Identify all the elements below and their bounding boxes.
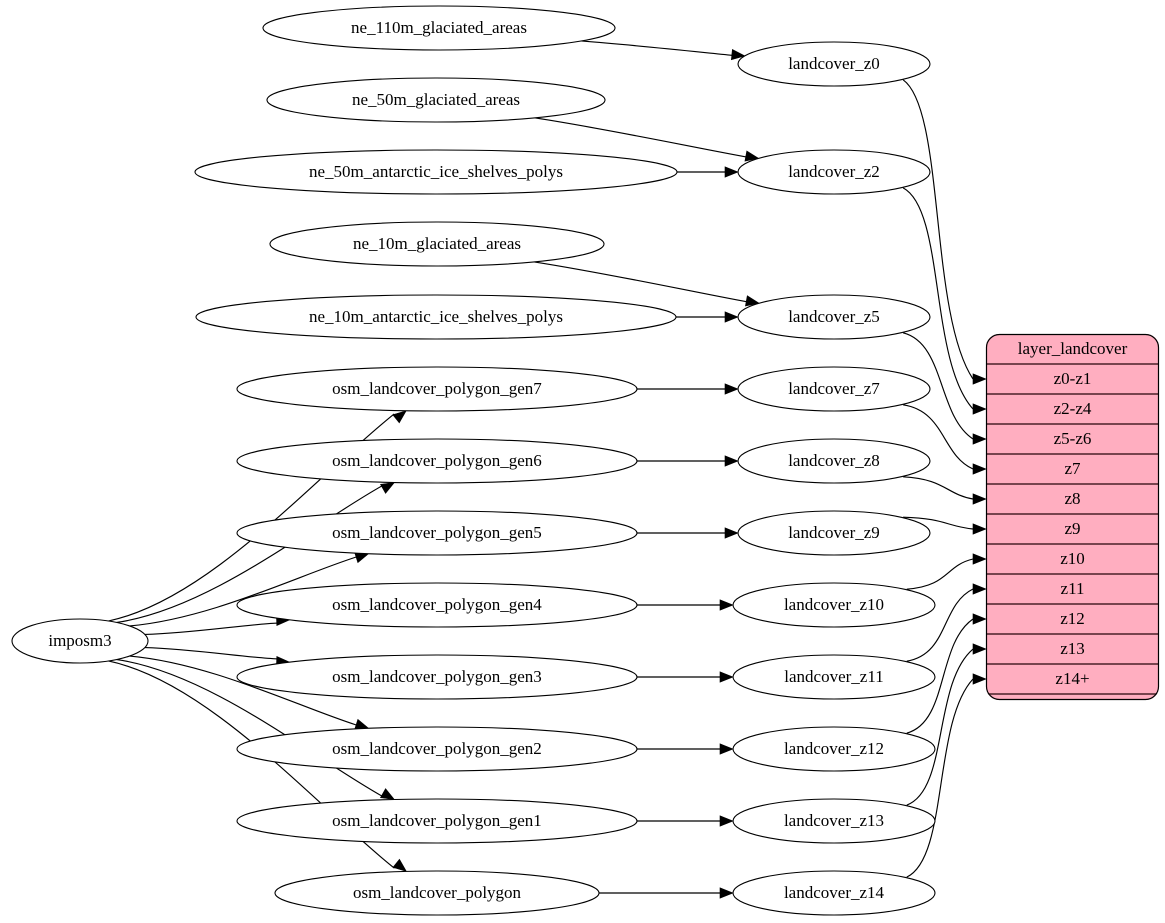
node-label: landcover_z9 <box>788 523 880 542</box>
edge-landcover_z0-to-layer_landcover-z0-z1 <box>902 79 987 385</box>
node-landcover_z5[interactable]: landcover_z5 <box>737 294 931 340</box>
node-label: ne_10m_antarctic_ice_shelves_polys <box>309 307 563 326</box>
node-landcover_z0[interactable]: landcover_z0 <box>737 41 931 87</box>
node-ne_50m_glaciated_areas[interactable]: ne_50m_glaciated_areas <box>266 77 606 123</box>
edge-landcover_z8-to-layer_landcover-z8 <box>903 476 987 505</box>
edge-imposm3-to-osm_landcover_polygon_gen4 <box>144 614 291 636</box>
node-label: landcover_z2 <box>788 162 880 181</box>
node-ne_50m_antarctic_ice_shelves_polys[interactable]: ne_50m_antarctic_ice_shelves_polys <box>194 149 678 195</box>
edge-osm_landcover_polygon-to-landcover_z14 <box>598 887 734 899</box>
edge-osm_landcover_polygon_gen6-to-landcover_z8 <box>637 455 739 467</box>
node-label: osm_landcover_polygon_gen3 <box>332 667 542 686</box>
node-label: ne_50m_glaciated_areas <box>352 90 520 109</box>
edge-landcover_z12-to-layer_landcover-z12 <box>906 613 987 734</box>
node-osm_landcover_polygon_gen4[interactable]: osm_landcover_polygon_gen4 <box>236 582 638 628</box>
node-osm_landcover_polygon_gen1[interactable]: osm_landcover_polygon_gen1 <box>236 798 638 844</box>
node-landcover_z2[interactable]: landcover_z2 <box>737 149 931 195</box>
edge-landcover_z7-to-layer_landcover-z7 <box>903 404 987 475</box>
table-header-label: layer_landcover <box>1018 339 1128 358</box>
node-osm_landcover_polygon_gen7[interactable]: osm_landcover_polygon_gen7 <box>236 366 638 412</box>
edge-imposm3-to-osm_landcover_polygon_gen6 <box>116 482 396 624</box>
edges-layer <box>108 40 987 899</box>
node-label: landcover_z0 <box>788 54 880 73</box>
table-row-z0-z1[interactable]: z0-z1 <box>1054 369 1092 388</box>
node-label: osm_landcover_polygon_gen7 <box>332 379 542 398</box>
edge-landcover_z2-to-layer_landcover-z2-z4 <box>902 187 987 415</box>
node-ne_110m_glaciated_areas[interactable]: ne_110m_glaciated_areas <box>262 5 616 51</box>
node-label: osm_landcover_polygon_gen4 <box>332 595 542 614</box>
table-row-z2-z4[interactable]: z2-z4 <box>1054 399 1092 418</box>
edge-landcover_z5-to-layer_landcover-z5-z6 <box>902 332 987 445</box>
node-landcover_z7[interactable]: landcover_z7 <box>737 366 931 412</box>
node-landcover_z10[interactable]: landcover_z10 <box>732 582 936 628</box>
node-ne_10m_antarctic_ice_shelves_polys[interactable]: ne_10m_antarctic_ice_shelves_polys <box>195 294 677 340</box>
table-row-z5-z6[interactable]: z5-z6 <box>1054 429 1092 448</box>
edge-osm_landcover_polygon_gen1-to-landcover_z13 <box>637 815 734 827</box>
table-row-z10[interactable]: z10 <box>1060 549 1085 568</box>
edge-ne_50m_glaciated_areas-to-landcover_z2 <box>534 117 760 162</box>
node-label: landcover_z12 <box>784 739 884 758</box>
layer-landcover-table[interactable]: layer_landcover z0-z1 z2-z4 z5-z6 z7 z8 z9 z10 z… <box>985 333 1160 701</box>
node-imposm3[interactable]: imposm3 <box>11 618 149 664</box>
node-label: osm_landcover_polygon <box>353 883 522 902</box>
node-landcover_z12[interactable]: landcover_z12 <box>732 726 936 772</box>
edge-osm_landcover_polygon_gen3-to-landcover_z11 <box>637 671 734 683</box>
table-row-z12[interactable]: z12 <box>1060 609 1085 628</box>
node-label: ne_110m_glaciated_areas <box>351 18 527 37</box>
node-label: ne_10m_glaciated_areas <box>353 234 521 253</box>
node-ne_10m_glaciated_areas[interactable]: ne_10m_glaciated_areas <box>269 221 605 267</box>
node-label: osm_landcover_polygon_gen6 <box>332 451 542 470</box>
edge-landcover_z9-to-layer_landcover-z9 <box>903 516 987 535</box>
node-label: landcover_z13 <box>784 811 884 830</box>
node-osm_landcover_polygon_gen3[interactable]: osm_landcover_polygon_gen3 <box>236 654 638 700</box>
node-landcover_z11[interactable]: landcover_z11 <box>732 654 936 700</box>
edge-imposm3-to-osm_landcover_polygon_gen1 <box>116 658 396 800</box>
edge-ne_10m_glaciated_areas-to-landcover_z5 <box>534 261 760 307</box>
node-label: osm_landcover_polygon_gen1 <box>332 811 542 830</box>
node-label: osm_landcover_polygon_gen2 <box>332 739 542 758</box>
node-label: landcover_z14 <box>784 883 885 902</box>
node-label: osm_landcover_polygon_gen5 <box>332 523 542 542</box>
node-label: landcover_z8 <box>788 451 880 470</box>
edge-landcover_z10-to-layer_landcover-z10 <box>906 553 987 590</box>
node-label: imposm3 <box>48 631 111 650</box>
node-landcover_z8[interactable]: landcover_z8 <box>737 438 931 484</box>
table-row-z8[interactable]: z8 <box>1064 489 1080 508</box>
node-osm_landcover_polygon_gen6[interactable]: osm_landcover_polygon_gen6 <box>236 438 638 484</box>
node-landcover_z9[interactable]: landcover_z9 <box>737 510 931 556</box>
table-row-z11[interactable]: z11 <box>1061 579 1085 598</box>
table-row-z7[interactable]: z7 <box>1064 459 1081 478</box>
nodes-layer: imposm3 ne_110m_glaciated_areas ne_50m_gla… <box>11 5 936 916</box>
node-label: ne_50m_antarctic_ice_shelves_polys <box>309 162 563 181</box>
node-label: landcover_z10 <box>784 595 884 614</box>
edge-osm_landcover_polygon_gen2-to-landcover_z12 <box>636 743 734 755</box>
edge-imposm3-to-osm_landcover_polygon_gen3 <box>144 646 291 668</box>
edge-osm_landcover_polygon_gen7-to-landcover_z7 <box>637 383 739 395</box>
edge-ne_50m_antarctic_ice_shelves_polys-to-landcover_z2 <box>676 166 739 178</box>
table-row-z9[interactable]: z9 <box>1064 519 1080 538</box>
edge-landcover_z11-to-layer_landcover-z11 <box>906 583 987 662</box>
edge-osm_landcover_polygon_gen4-to-landcover_z10 <box>637 599 734 611</box>
node-landcover_z13[interactable]: landcover_z13 <box>732 798 936 844</box>
node-label: landcover_z5 <box>788 307 880 326</box>
node-osm_landcover_polygon_gen5[interactable]: osm_landcover_polygon_gen5 <box>236 510 638 556</box>
table-row-z13[interactable]: z13 <box>1060 639 1085 658</box>
edge-ne_110m_glaciated_areas-to-landcover_z0 <box>581 40 746 61</box>
edge-imposm3-to-osm_landcover_polygon_gen2 <box>129 655 370 730</box>
edge-osm_landcover_polygon_gen5-to-landcover_z9 <box>637 527 739 539</box>
edge-landcover_z14-to-layer_landcover-z14+ <box>906 673 987 878</box>
node-label: landcover_z11 <box>784 667 883 686</box>
edge-ne_10m_antarctic_ice_shelves_polys-to-landcover_z5 <box>676 311 739 323</box>
edge-landcover_z13-to-layer_landcover-z13 <box>906 643 987 806</box>
node-landcover_z14[interactable]: landcover_z14 <box>732 870 936 916</box>
node-label: landcover_z7 <box>788 379 880 398</box>
table-row-z14+[interactable]: z14+ <box>1055 669 1089 688</box>
node-osm_landcover_polygon_gen2[interactable]: osm_landcover_polygon_gen2 <box>236 726 638 772</box>
node-osm_landcover_polygon[interactable]: osm_landcover_polygon <box>274 870 600 916</box>
